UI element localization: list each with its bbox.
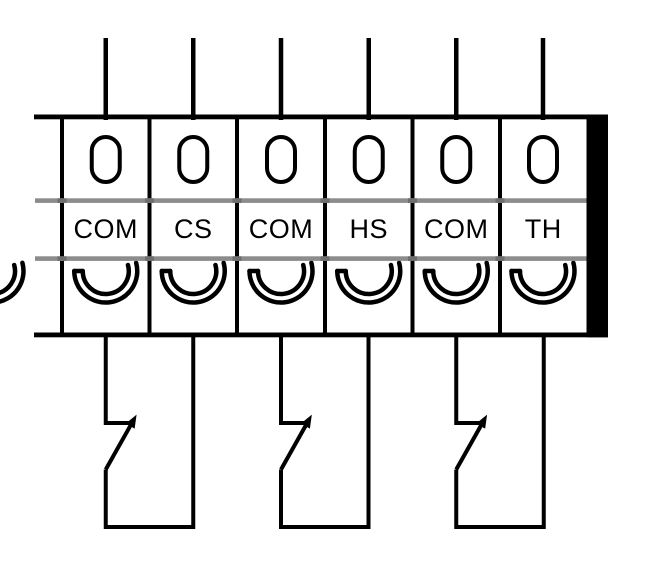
block-end-cap [586, 114, 608, 338]
entry-hole-icon [177, 135, 210, 184]
terminal-label: TH [524, 214, 562, 244]
terminal-label: CS [173, 214, 213, 244]
terminal-label: COM [73, 214, 138, 244]
switch-jumper-connection [103, 333, 196, 529]
screw-terminal-icon [249, 263, 312, 303]
entry-hole-icon [527, 135, 559, 184]
switch-jumper-connection [454, 333, 546, 529]
entry-hole-icon [89, 135, 122, 184]
screw-terminal-icon [337, 263, 400, 303]
entry-hole-icon [440, 135, 473, 184]
switch-jumper-connection [279, 333, 371, 529]
block-bottom-line [34, 332, 608, 338]
screw-terminal-icon [425, 263, 488, 303]
block-top-line [34, 114, 608, 120]
separator-line-bottom [35, 256, 587, 261]
screw-terminal-icon [511, 263, 574, 303]
screw-terminal-fragment-icon [0, 263, 23, 303]
screw-terminal-icon [74, 263, 137, 303]
terminal-label: COM [248, 214, 314, 244]
terminal-label: HS [349, 214, 388, 244]
terminal-entry-wires [103, 38, 546, 120]
screw-terminal-icon [162, 263, 225, 303]
terminal-label: COM [424, 214, 489, 244]
cell-borders [60, 119, 502, 333]
entry-hole-icon [265, 135, 297, 184]
separator-line-top [35, 198, 587, 203]
entry-hole-icon [352, 135, 385, 184]
